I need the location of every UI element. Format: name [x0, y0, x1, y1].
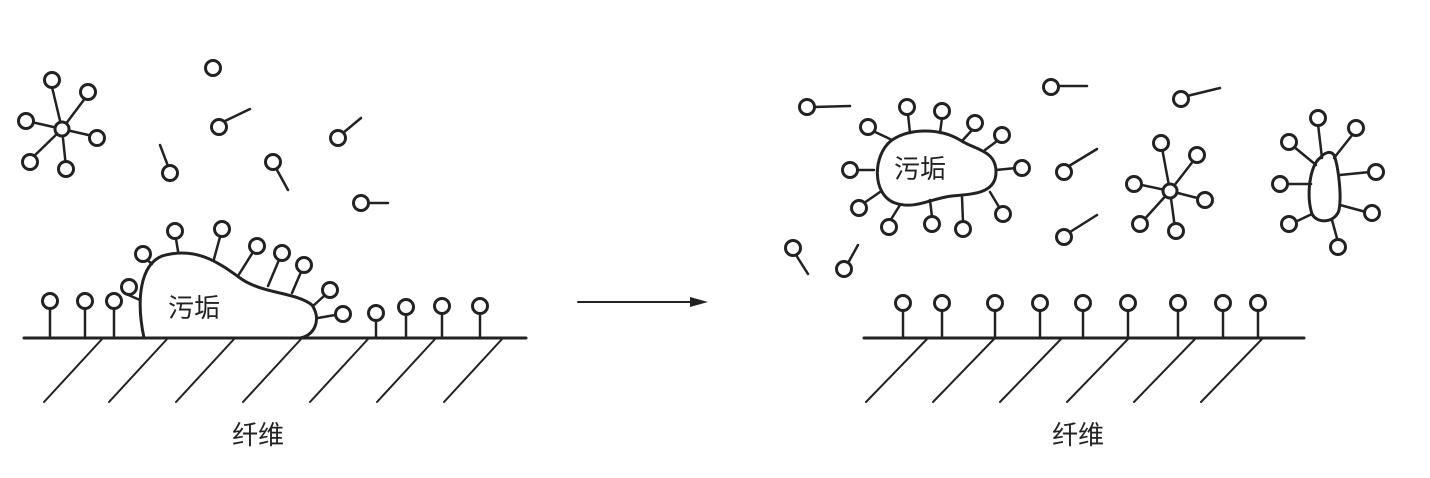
surfactant-molecule: [166, 222, 184, 253]
free-surfactants-right: [784, 78, 1222, 278]
fiber-hatching: [865, 337, 1264, 403]
fiber-surface-right: [862, 336, 1306, 403]
surfactant-molecule: [236, 237, 266, 278]
surfactant-molecule: [367, 304, 385, 340]
surfactant-molecule: [1042, 78, 1089, 96]
free-surfactants-left: [158, 59, 390, 212]
surfactant-molecule: [76, 292, 94, 340]
soil-label-left: 污垢: [168, 294, 220, 324]
soil-surfactants-left: [120, 220, 352, 323]
surfactant-molecule: [266, 244, 291, 288]
fiber-label-left: 纤维: [232, 421, 284, 451]
surfactant-molecule: [1055, 147, 1099, 181]
fiber-surface-left: [22, 336, 528, 403]
surfactant-molecule: [784, 239, 810, 276]
soil-blob-right: [875, 129, 998, 207]
surfactant-molecule: [1249, 294, 1267, 340]
surfactant-molecule: [1119, 294, 1137, 340]
adsorbed-surfactants-left: [41, 292, 489, 340]
soil-blob-small: [1307, 150, 1342, 223]
surfactant-molecule: [1055, 213, 1099, 246]
surfactant-molecule: [933, 294, 951, 340]
micelle-right: [1125, 134, 1214, 240]
surfactant-molecule: [210, 107, 252, 136]
surfactant-molecule: [986, 294, 1004, 340]
surfactant-molecule: [798, 98, 852, 116]
surfactant-molecule: [290, 256, 313, 295]
surfactant-molecule: [204, 59, 222, 77]
surfactant-molecule: [41, 292, 59, 340]
surfactant-molecule: [1031, 294, 1049, 340]
surfactant-molecule: [329, 116, 363, 147]
panel-before: 污垢: [17, 59, 528, 451]
surfactant-molecule: [1074, 294, 1092, 340]
process-arrow: [577, 297, 708, 307]
surfactant-molecule: [158, 143, 179, 182]
surfactant-molecule: [134, 245, 154, 266]
surfactant-molecule: [120, 278, 142, 302]
fiber-label-right: 纤维: [1052, 421, 1104, 451]
surfactant-molecule: [433, 297, 451, 340]
detached-soil-right: 污垢: [841, 98, 1031, 238]
surfactant-molecule: [1169, 294, 1187, 340]
surfactant-molecule: [212, 220, 231, 261]
surfactant-molecule: [1214, 294, 1232, 340]
surfactant-molecule: [835, 243, 860, 278]
surfactant-molecule: [471, 297, 489, 340]
surfactant-molecule: [397, 298, 415, 340]
fiber-hatching: [43, 337, 504, 403]
adsorbed-surfactants-right: [894, 294, 1267, 340]
surfactant-molecule: [105, 292, 123, 340]
detached-soil-small-right: [1271, 109, 1385, 256]
panel-after: 污垢: [784, 78, 1385, 451]
surfactant-molecule: [894, 294, 912, 340]
surfactant-molecule: [316, 305, 352, 323]
micelle-left: [17, 71, 106, 178]
soil-blob-left: [138, 251, 318, 340]
surfactant-molecule: [352, 194, 390, 212]
surfactant-molecule: [1172, 86, 1222, 108]
surfactant-molecule: [311, 281, 339, 308]
soil-label-right: 污垢: [894, 155, 946, 185]
surfactant-molecule: [264, 153, 290, 192]
